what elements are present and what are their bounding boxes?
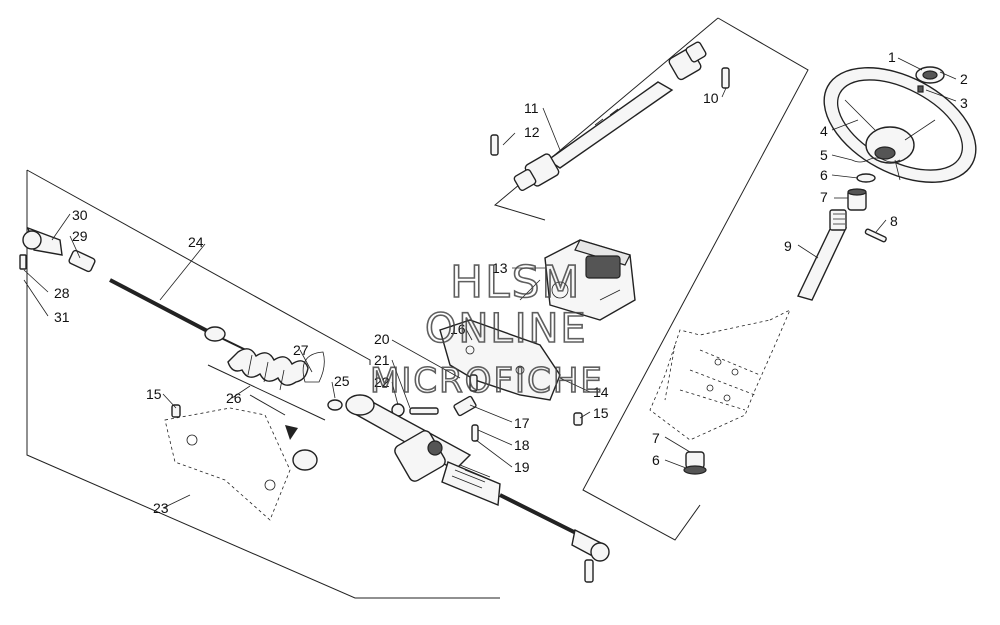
callout-labels: 1 2 3 4 5 6 7 8 9 10 11 12 13 14 15 15 1… — [54, 49, 968, 516]
right-tie-rod — [499, 493, 610, 583]
bracket-bolts — [391, 374, 583, 442]
rack-housing — [345, 394, 501, 507]
tie-rod-end — [19, 226, 96, 273]
callout-23: 23 — [153, 500, 169, 516]
callout-31: 31 — [54, 309, 70, 325]
callout-30: 30 — [72, 207, 88, 223]
intermediate-shaft — [513, 41, 707, 192]
callout-21: 21 — [374, 352, 390, 368]
steering-shaft — [797, 209, 848, 301]
callout-12: 12 — [524, 124, 540, 140]
callout-17: 17 — [514, 415, 530, 431]
callout-1: 1 — [888, 49, 896, 65]
callout-14: 14 — [593, 384, 609, 400]
callout-5: 5 — [820, 147, 828, 163]
watermark-line-2: ONLINE — [425, 306, 588, 352]
callout-20: 20 — [374, 331, 390, 347]
callout-7: 7 — [820, 189, 828, 205]
watermark-line-3: MICROFICHE — [370, 361, 604, 401]
watermark-line-1: HLSM — [450, 257, 582, 308]
callout-2: 2 — [960, 71, 968, 87]
callout-15-right: 15 — [593, 405, 609, 421]
callout-6-lower: 6 — [652, 452, 660, 468]
callout-29: 29 — [72, 228, 88, 244]
callout-4: 4 — [820, 123, 828, 139]
horn-cap — [915, 66, 945, 93]
callout-26: 26 — [226, 390, 242, 406]
mounting-bracket — [439, 319, 561, 401]
callout-9: 9 — [784, 238, 792, 254]
boot-clamps — [302, 351, 343, 411]
left-tie-rod — [109, 278, 251, 353]
callout-18: 18 — [514, 437, 530, 453]
callout-11: 11 — [524, 100, 539, 116]
lower-bracket — [164, 404, 318, 521]
group-boundaries — [26, 17, 809, 599]
callout-22: 22 — [374, 374, 390, 390]
callout-7-lower: 7 — [652, 430, 660, 446]
callout-8: 8 — [890, 213, 898, 229]
boot — [227, 348, 309, 391]
watermark: HLSM ONLINE MICROFICHE — [369, 256, 604, 402]
roll-pin — [864, 228, 887, 243]
callout-15-left: 15 — [146, 386, 162, 402]
callout-27: 27 — [293, 342, 309, 358]
callout-10: 10 — [703, 90, 719, 106]
callout-24: 24 — [188, 234, 204, 250]
callout-16: 16 — [450, 321, 466, 337]
callout-3: 3 — [960, 95, 968, 111]
steering-wheel — [823, 67, 977, 183]
leader-lines — [23, 57, 957, 509]
column-bracket — [649, 309, 791, 441]
pinch-bolts — [490, 67, 730, 156]
lower-column-nut — [683, 451, 707, 475]
power-steering-unit — [519, 239, 636, 321]
callout-6: 6 — [820, 167, 828, 183]
column-hardware — [847, 157, 901, 211]
callout-28: 28 — [54, 285, 70, 301]
callout-25: 25 — [334, 373, 350, 389]
callout-19: 19 — [514, 459, 530, 475]
callout-13: 13 — [492, 260, 508, 276]
